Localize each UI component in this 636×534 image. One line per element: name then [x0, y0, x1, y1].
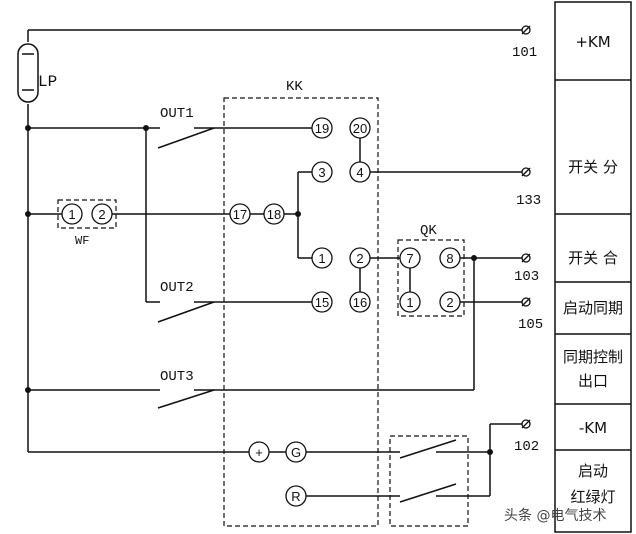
qk-label: QK [420, 223, 437, 239]
kk-contact-18: 18 [267, 207, 281, 222]
wf-box [57, 199, 117, 229]
legend-lamp-line1: 启动 [578, 462, 608, 480]
kk-contact-1: 1 [318, 251, 325, 266]
contact-circles [61, 117, 461, 507]
wires [17, 29, 522, 503]
qk-box [397, 239, 465, 317]
legend-switch-close: 开关 合 [568, 249, 618, 267]
qk-contact-1: 1 [406, 295, 413, 310]
kk-contact-plus: + [255, 445, 263, 460]
out2-label: OUT2 [160, 280, 194, 296]
legend-start-sync: 启动同期 [563, 299, 623, 317]
terminal-symbols [521, 25, 531, 429]
qk-contact-2: 2 [446, 295, 453, 310]
qk-contact-7: 7 [406, 251, 413, 266]
terminal-105: 105 [518, 317, 543, 333]
wf-contact-1: 1 [68, 207, 75, 222]
legend-plus-km: +KM [575, 33, 610, 51]
terminal-101: 101 [512, 45, 537, 61]
junction-dots [25, 125, 493, 455]
legend-text: +KM 开关 分 开关 合 启动同期 同期控制 出口 -KM 启动 红绿灯 [563, 33, 623, 506]
out3-label: OUT3 [160, 369, 194, 385]
kk-contact-3: 3 [318, 165, 325, 180]
kk-label: KK [286, 79, 303, 95]
wf-contact-2: 2 [98, 207, 105, 222]
wf-label: WF [75, 234, 89, 248]
terminal-102: 102 [514, 439, 539, 455]
kk-contact-17: 17 [233, 207, 247, 222]
terminal-133: 133 [516, 193, 541, 209]
qk-contact-8: 8 [446, 251, 453, 266]
kk-contact-2: 2 [356, 251, 363, 266]
lp-label: LP [38, 73, 57, 91]
out1-label: OUT1 [160, 106, 194, 122]
kk-contact-g: G [291, 445, 301, 460]
legend-sync-out-line1: 同期控制 [563, 348, 623, 366]
kk-contact-16: 16 [353, 295, 367, 310]
legend-lamp-line2: 红绿灯 [570, 488, 615, 506]
dashed-boxes [57, 97, 469, 527]
lamp-relay-box [389, 435, 469, 527]
kk-contact-20: 20 [353, 121, 367, 136]
kk-contact-19: 19 [315, 121, 329, 136]
contact-labels: 19 20 3 4 17 18 1 2 15 16 + G R 1 2 7 8 … [68, 121, 453, 504]
kk-contact-4: 4 [356, 165, 363, 180]
watermark: 头条 @电气技术 [504, 507, 606, 524]
legend-minus-km: -KM [579, 419, 607, 437]
kk-box [223, 97, 379, 527]
legend-table [554, 1, 632, 533]
kk-contact-r: R [291, 489, 300, 504]
kk-contact-15: 15 [315, 295, 329, 310]
terminal-103: 103 [514, 269, 539, 285]
legend-sync-out-line2: 出口 [578, 372, 608, 390]
legend-switch-open: 开关 分 [568, 158, 618, 176]
